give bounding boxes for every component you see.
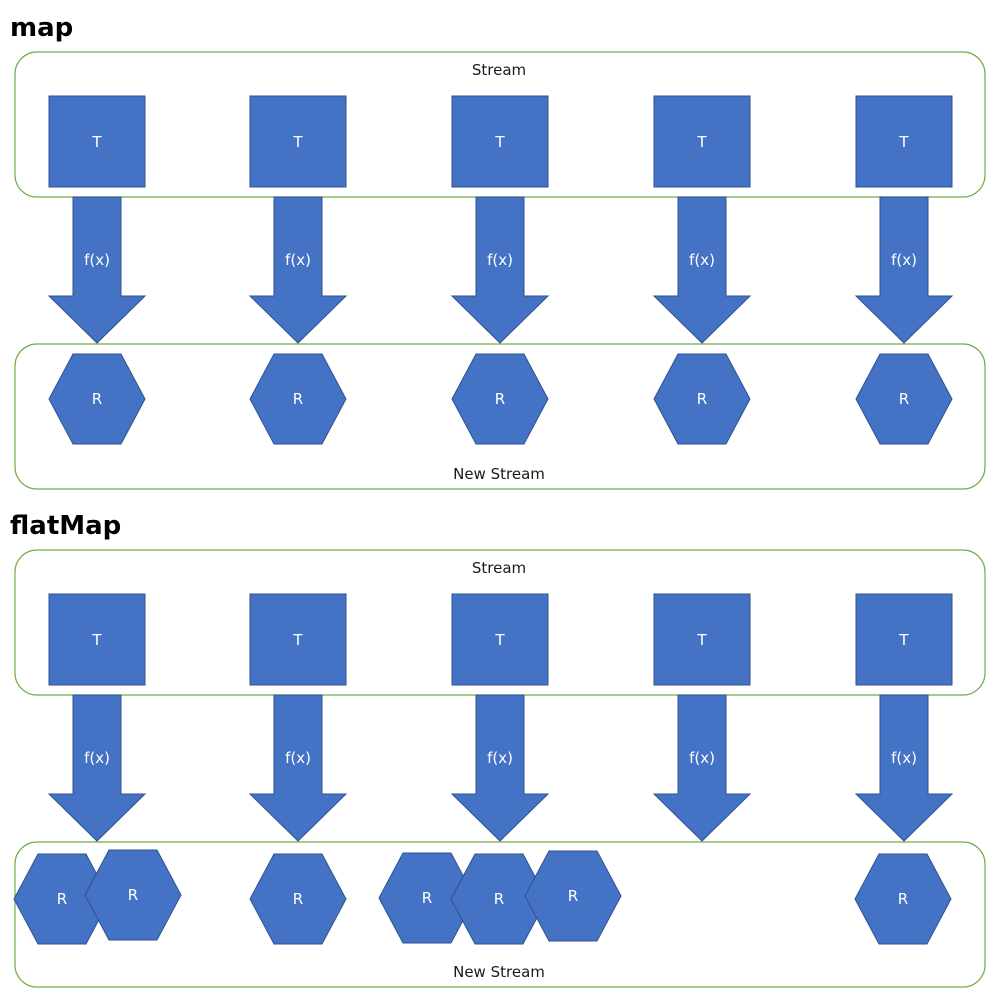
- output-element-label: R: [568, 887, 578, 905]
- down-arrow-icon: [248, 196, 348, 344]
- input-element-box: [451, 95, 549, 188]
- output-element-hexagon: [855, 353, 953, 445]
- down-arrow-icon: [47, 196, 147, 344]
- output-element-label: R: [495, 390, 505, 408]
- input-element-label: T: [494, 631, 505, 649]
- input-element-box: [249, 95, 347, 188]
- input-stream-label: Stream: [472, 559, 526, 577]
- function-label: f(x): [689, 251, 715, 269]
- down-arrow-icon: [47, 694, 147, 842]
- down-arrow-icon: [248, 694, 348, 842]
- input-element-label: T: [696, 133, 707, 151]
- output-element-label: R: [293, 890, 303, 908]
- down-arrow-icon: [652, 694, 752, 842]
- input-element-label: T: [292, 631, 303, 649]
- input-element-label: T: [292, 133, 303, 151]
- output-element-label: R: [57, 890, 67, 908]
- input-element-label: T: [91, 133, 102, 151]
- function-label: f(x): [487, 749, 513, 767]
- input-element-box: [653, 95, 751, 188]
- input-element-box: [249, 593, 347, 686]
- function-label: f(x): [84, 251, 110, 269]
- output-element-hexagon: [84, 849, 182, 941]
- output-element-hexagon: [524, 850, 622, 942]
- output-element-label: R: [128, 886, 138, 904]
- down-arrow-icon: [854, 196, 954, 344]
- input-element-label: T: [696, 631, 707, 649]
- output-element-label: R: [697, 390, 707, 408]
- function-label: f(x): [891, 251, 917, 269]
- output-element-hexagon: [249, 853, 347, 945]
- input-element-box: [48, 95, 146, 188]
- function-label: f(x): [487, 251, 513, 269]
- input-element-label: T: [494, 133, 505, 151]
- output-element-hexagon: [249, 353, 347, 445]
- output-element-label: R: [293, 390, 303, 408]
- output-stream-container: [14, 343, 986, 490]
- down-arrow-icon: [854, 694, 954, 842]
- input-element-box: [451, 593, 549, 686]
- function-label: f(x): [84, 749, 110, 767]
- function-label: f(x): [285, 251, 311, 269]
- input-stream-label: Stream: [472, 61, 526, 79]
- input-element-box: [855, 95, 953, 188]
- output-stream-label: New Stream: [453, 465, 545, 483]
- section-title: flatMap: [10, 511, 121, 541]
- output-element-label: R: [422, 889, 432, 907]
- input-element-box: [855, 593, 953, 686]
- input-element-box: [48, 593, 146, 686]
- output-element-label: R: [494, 890, 504, 908]
- function-label: f(x): [891, 749, 917, 767]
- down-arrow-icon: [652, 196, 752, 344]
- input-element-label: T: [91, 631, 102, 649]
- output-element-hexagon: [854, 853, 952, 945]
- output-element-hexagon: [451, 353, 549, 445]
- down-arrow-icon: [450, 694, 550, 842]
- output-element-hexagon: [653, 353, 751, 445]
- input-element-label: T: [898, 133, 909, 151]
- input-element-label: T: [898, 631, 909, 649]
- section-title: map: [10, 13, 73, 43]
- output-element-label: R: [899, 390, 909, 408]
- output-element-label: R: [92, 390, 102, 408]
- output-element-hexagon: [48, 353, 146, 445]
- input-element-box: [653, 593, 751, 686]
- output-stream-label: New Stream: [453, 963, 545, 981]
- output-stream-container: [14, 841, 986, 988]
- function-label: f(x): [689, 749, 715, 767]
- function-label: f(x): [285, 749, 311, 767]
- output-element-label: R: [898, 890, 908, 908]
- down-arrow-icon: [450, 196, 550, 344]
